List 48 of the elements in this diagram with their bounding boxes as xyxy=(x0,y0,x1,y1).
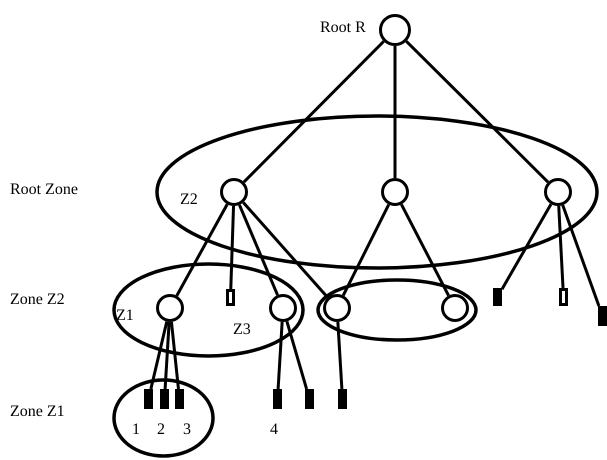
leaf-block xyxy=(598,306,607,326)
connector-line xyxy=(500,203,552,290)
node-circle xyxy=(269,294,297,322)
leaf-block xyxy=(338,389,347,409)
leaf-block xyxy=(493,288,502,306)
connector-line xyxy=(394,46,396,178)
leaf-square xyxy=(226,289,235,306)
node-label: 2 xyxy=(157,422,165,438)
node-circle xyxy=(379,14,411,46)
connector-line xyxy=(285,321,308,390)
connector-line xyxy=(405,40,550,184)
connector-line xyxy=(400,204,450,296)
connector-line xyxy=(342,204,390,296)
connector-line xyxy=(175,204,229,296)
connector-line xyxy=(242,40,385,184)
node-label: 1 xyxy=(132,422,140,438)
node-label: Z3 xyxy=(233,322,251,338)
connector-line xyxy=(557,206,565,288)
connector-line xyxy=(561,204,600,306)
connector-line xyxy=(149,321,168,390)
connector-line xyxy=(229,206,236,290)
zone-ellipse xyxy=(316,278,478,342)
node-circle xyxy=(156,294,184,322)
zone-label: Zone Z1 xyxy=(10,404,65,420)
connector-line xyxy=(336,322,344,390)
connector-line xyxy=(238,204,279,296)
node-circle xyxy=(544,178,572,206)
node-label: Root R xyxy=(320,20,366,36)
leaf-block xyxy=(144,389,153,409)
node-label: 3 xyxy=(183,422,191,438)
node-circle xyxy=(441,294,469,322)
leaf-block xyxy=(160,389,169,409)
leaf-square xyxy=(559,288,568,306)
connector-line xyxy=(170,322,180,390)
node-circle xyxy=(220,178,248,206)
node-circle xyxy=(381,178,409,206)
leaf-block xyxy=(273,389,282,409)
connector-line xyxy=(242,201,329,299)
node-label: Z1 xyxy=(116,308,134,324)
leaf-block xyxy=(305,389,314,409)
zone-label: Root Zone xyxy=(10,182,78,198)
leaf-block xyxy=(175,389,184,409)
connector-line xyxy=(164,322,171,390)
zone-label: Zone Z2 xyxy=(10,292,65,308)
connector-line xyxy=(276,322,284,390)
node-label: Z2 xyxy=(180,192,198,208)
node-label: 4 xyxy=(270,422,278,438)
node-circle xyxy=(323,294,351,322)
